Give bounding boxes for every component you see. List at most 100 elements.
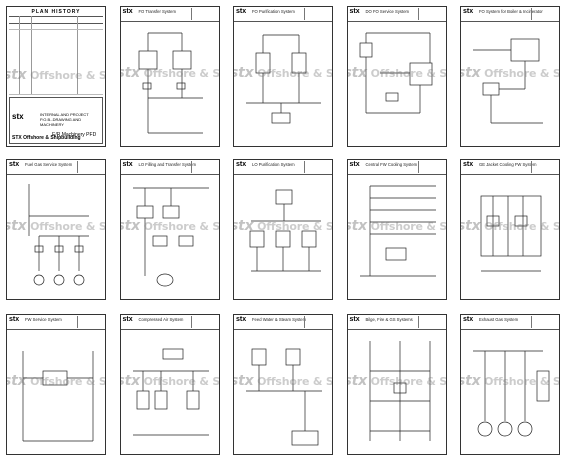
drawing-title: E/R Machinery PFD [52,132,97,138]
sheet-title: FO Purification System [252,9,295,14]
title-cells [417,161,445,173]
plan-history-table: PLAN HISTORY stx INTERNAL AND PROJECT P.… [7,7,105,146]
watermark-logo: stx [121,218,141,234]
watermark-logo: stx [121,373,141,389]
sheet-fo-purification[interactable]: stx FO Purification System stx Offshore &… [233,6,333,147]
watermark: stx Offshore & Shipbuilding [121,373,220,389]
sheet-title: Exhaust Gas System [479,317,519,322]
schematic-drawing [350,176,444,297]
watermark: stx Offshore & Shipbuilding [461,65,560,81]
schematic-drawing [350,331,444,452]
schematic-svg [22,351,94,442]
history-row-line [9,29,103,30]
watermark: stx Offshore & Shipbuilding [234,218,332,234]
watermark-text: Offshore & Shipbuilding [370,375,447,388]
sheet-title: Feed Water & Steam System [252,317,307,322]
stx-logo: stx [463,161,474,168]
title-cells [531,8,558,20]
watermark-text: Offshore & Shipbuilding [30,220,106,233]
schematic-drawing [463,23,557,144]
schematic-drawing [123,176,217,297]
schematic-svg [138,32,203,134]
plan-history-sheet[interactable]: PLAN HISTORY stx INTERNAL AND PROJECT P.… [6,6,106,147]
title-cells [531,316,558,328]
sheet-title: Central FW Cooling System [365,162,418,167]
watermark-logo: stx [461,218,481,234]
watermark-text: Offshore & Shipbuilding [143,67,220,80]
watermark-logo: stx [234,218,254,234]
schematic-svg [246,34,321,124]
title-cells [417,8,445,20]
stx-logo: stx [12,112,24,121]
watermark: stx Offshore & Shipbuilding [7,218,106,234]
schematic-svg [359,32,432,114]
sheet-title: FO System for Boiler & Incinerator [479,9,543,14]
stx-logo: stx [349,161,360,168]
schematic-drawing [123,23,217,144]
watermark-logo: stx [7,373,27,389]
sheet-title-bar: stx FO Purification System [234,7,332,22]
history-row-line [9,94,103,95]
schematic-svg [132,187,209,287]
watermark-logo: stx [234,65,254,81]
sheet-lo-purification[interactable]: stx LO Purification System stx Offshore &… [233,159,333,300]
watermark-text: Offshore & Shipbuilding [484,67,560,80]
watermark: stx Offshore & Shipbuilding [121,218,220,234]
title-cells [417,316,445,328]
watermark-logo: stx [121,65,141,81]
watermark-text: Offshore & Shipbuilding [257,67,333,80]
title-block: stx INTERNAL AND PROJECT P.O.B.-DRAWING … [9,97,103,144]
watermark-logo: stx [7,67,27,83]
schematic-drawing [463,176,557,297]
sheet-title: LO Filling and Transfer System [138,162,196,167]
watermark-text: Offshore & Shipbuilding [143,375,220,388]
watermark-text: Offshore & Shipbuilding [370,67,447,80]
schematic-svg [132,348,209,436]
schematic-svg [473,38,543,124]
sheet-title-bar: stx GE Jacket Cooling FW System [461,160,559,175]
stx-logo: stx [236,8,247,15]
sheet-title: FO Transfer System [138,9,176,14]
schematic-svg [249,189,321,272]
schematic-drawing [9,176,103,297]
watermark-text: Offshore & Shipbuilding [257,375,333,388]
schematic-svg [28,184,89,286]
schematic-drawing [236,331,330,452]
schematic-drawing [123,331,217,452]
watermark-logo: stx [348,218,368,234]
watermark: stx Offshore & Shipbuilding [348,373,447,389]
project-info: INTERNAL AND PROJECT P.O.B.-DRAWING AND … [40,112,102,127]
title-cells [304,8,331,20]
watermark-text: Offshore & Shipbuilding [370,220,447,233]
sheet-title: DO FO Service System [365,9,410,14]
schematic-svg [473,350,550,437]
watermark: stx Offshore & Shipbuilding [234,373,333,389]
plan-history-heading: PLAN HISTORY [31,9,81,15]
sheet-title-bar: stx Central FW Cooling System [347,160,446,175]
schematic-drawing [463,331,557,452]
watermark-logo: stx [7,218,27,234]
title-cells [304,316,331,328]
sheet-title: GE Jacket Cooling FW System [479,162,537,167]
sheet-title: LO Purification System [252,162,295,167]
sheet-title: Compressed Air System [138,317,184,322]
sheet-central-fw-cooling[interactable]: stx Central FW Cooling System stx Offshor… [346,159,447,300]
watermark-text: Offshore & Shipbuilding [30,69,106,82]
title-cells [190,316,218,328]
watermark-text: Offshore & Shipbuilding [143,220,220,233]
schematic-drawing [236,23,330,144]
